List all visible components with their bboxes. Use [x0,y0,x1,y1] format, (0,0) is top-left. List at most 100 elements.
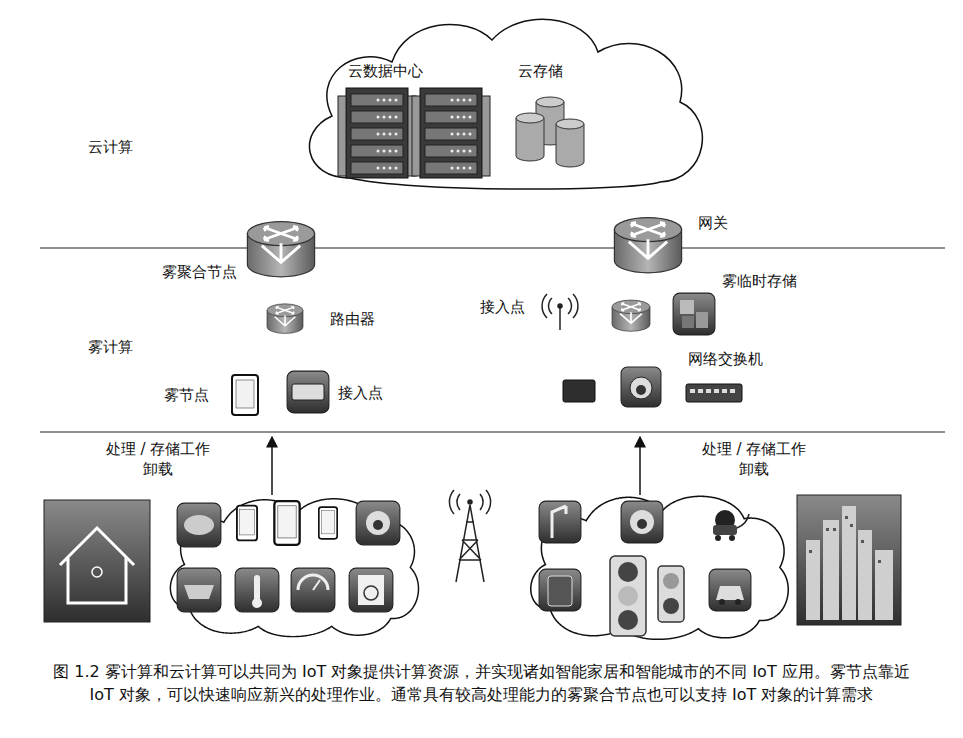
iot-city [618,562,638,582]
iot-home [177,503,221,547]
server-unit [425,128,477,140]
iot-home [252,598,262,608]
server-led [469,167,472,170]
fog-devices [682,316,694,328]
layer-label: 雾计算 [86,338,135,358]
server-led [389,99,392,102]
layer-lines [40,248,945,432]
fog-devices [636,385,646,395]
server-led [389,116,392,119]
server-led [377,99,380,102]
layer-label: 云计算 [86,138,135,158]
server-led [383,116,386,119]
iot-city [531,495,901,639]
iot-city [842,506,856,620]
server-led [451,116,454,119]
offload-arrows [639,438,641,495]
node-label: 雾聚合节点 [160,263,239,283]
fog-devices [559,306,561,330]
fog-devices [714,389,719,393]
device-label: 网络交换机 [686,350,765,370]
iot-city [539,501,581,543]
storage-cylinder [516,118,544,161]
server-rack [346,88,408,178]
fog-devices [232,375,258,415]
routers [267,304,303,334]
iot-city [858,530,872,620]
fog-devices [730,389,735,393]
cloud-node: 云数据中心云存储 [288,6,712,192]
iot-city [823,520,839,620]
offload-arrows [271,438,273,495]
iot-city [845,516,848,519]
device-label: 雾临时存储 [720,272,799,292]
device-label: 接入点 [336,384,385,404]
iot-city [875,550,893,620]
fog-devices [673,293,715,335]
server-led [389,150,392,153]
server-unit [425,111,477,123]
iot-city [618,586,638,606]
server-led [463,150,466,153]
iot-city [663,573,679,589]
cell-tower [456,505,484,582]
server-led [457,116,460,119]
iot-city [552,506,566,538]
iot-city [531,496,788,639]
cell-tower [449,490,490,514]
iot-city [797,495,901,625]
server-led [463,167,466,170]
iot-city [850,524,853,527]
server-unit [425,145,477,157]
server-led [451,133,454,136]
iot-city [833,528,836,531]
iot-city [809,516,881,563]
iot-home [366,511,390,535]
fog-devices [542,294,578,318]
server-led [457,167,460,170]
cloud-label: 云数据中心 [348,62,423,81]
iot-city [630,510,654,534]
iot-home [349,568,393,612]
routers [612,300,650,331]
fog-devices [232,293,742,415]
offload-arrows [272,438,640,495]
fog-devices [690,389,695,393]
server-led [463,116,466,119]
storage-top [516,113,544,123]
device-label: 路由器 [328,310,377,330]
iot-city [806,540,820,620]
cell-tower [449,490,490,582]
server-led [457,133,460,136]
iot-home [44,500,150,622]
iot-city [610,556,646,636]
iot-home [291,568,335,612]
fog-devices [630,377,652,399]
iot-city [539,569,581,611]
server-led [395,150,398,153]
offload-label: 处理 / 存储工作 卸载 [100,440,216,479]
device-label: 接入点 [478,298,527,318]
fog-devices [563,380,595,402]
iot-city [716,586,744,600]
iot-city [735,599,741,605]
iot-city [826,528,829,531]
iot-home [44,499,418,637]
iot-home [298,575,328,590]
iot-city [878,560,881,563]
server-led [377,150,380,153]
storage [516,97,584,167]
iot-home [274,501,299,545]
cloud-shape [309,19,702,189]
iot-home [237,506,257,541]
iot-home [184,515,214,535]
fog-devices [542,294,578,330]
fog-devices [722,389,727,393]
iot-city [621,501,663,543]
server-unit [351,145,403,157]
server-led [377,116,380,119]
server-led [457,99,460,102]
cell-tower [468,500,472,504]
fog-devices [686,384,742,402]
server-led [395,116,398,119]
